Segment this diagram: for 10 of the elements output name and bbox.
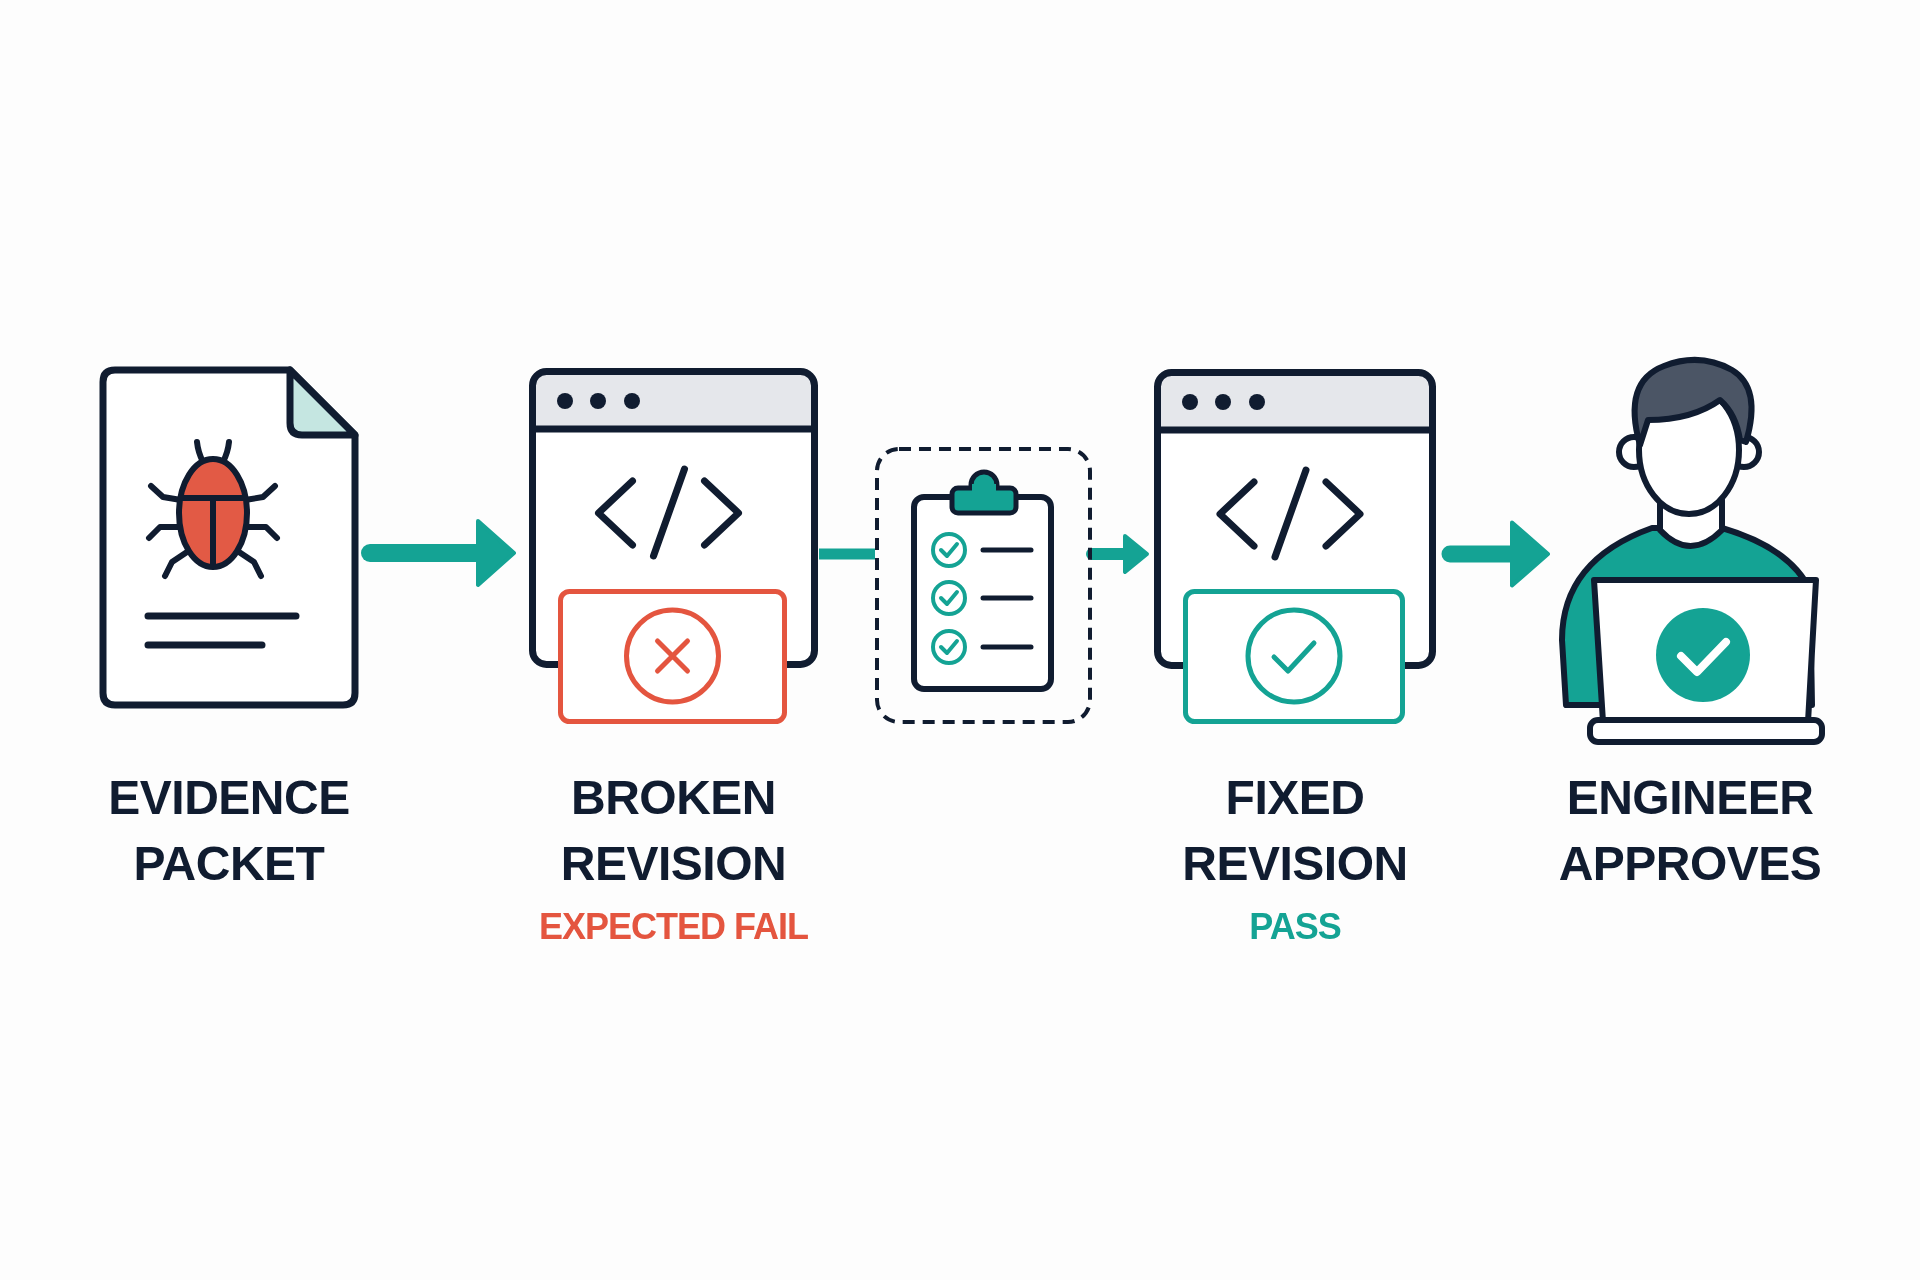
- connector-line: [819, 548, 875, 560]
- arrow: [361, 519, 516, 587]
- status-label: EXPECTED FAIL: [538, 907, 808, 947]
- arrow: [1086, 534, 1149, 574]
- step-title: ENGINEER APPROVES: [1558, 770, 1822, 892]
- arrow: [1441, 520, 1550, 588]
- step-title: EVIDENCE PACKET: [108, 770, 350, 892]
- status-label: PASS: [1249, 907, 1341, 947]
- step-title: BROKEN REVISION: [560, 770, 787, 892]
- step-title: FIXED REVISION: [1182, 770, 1408, 892]
